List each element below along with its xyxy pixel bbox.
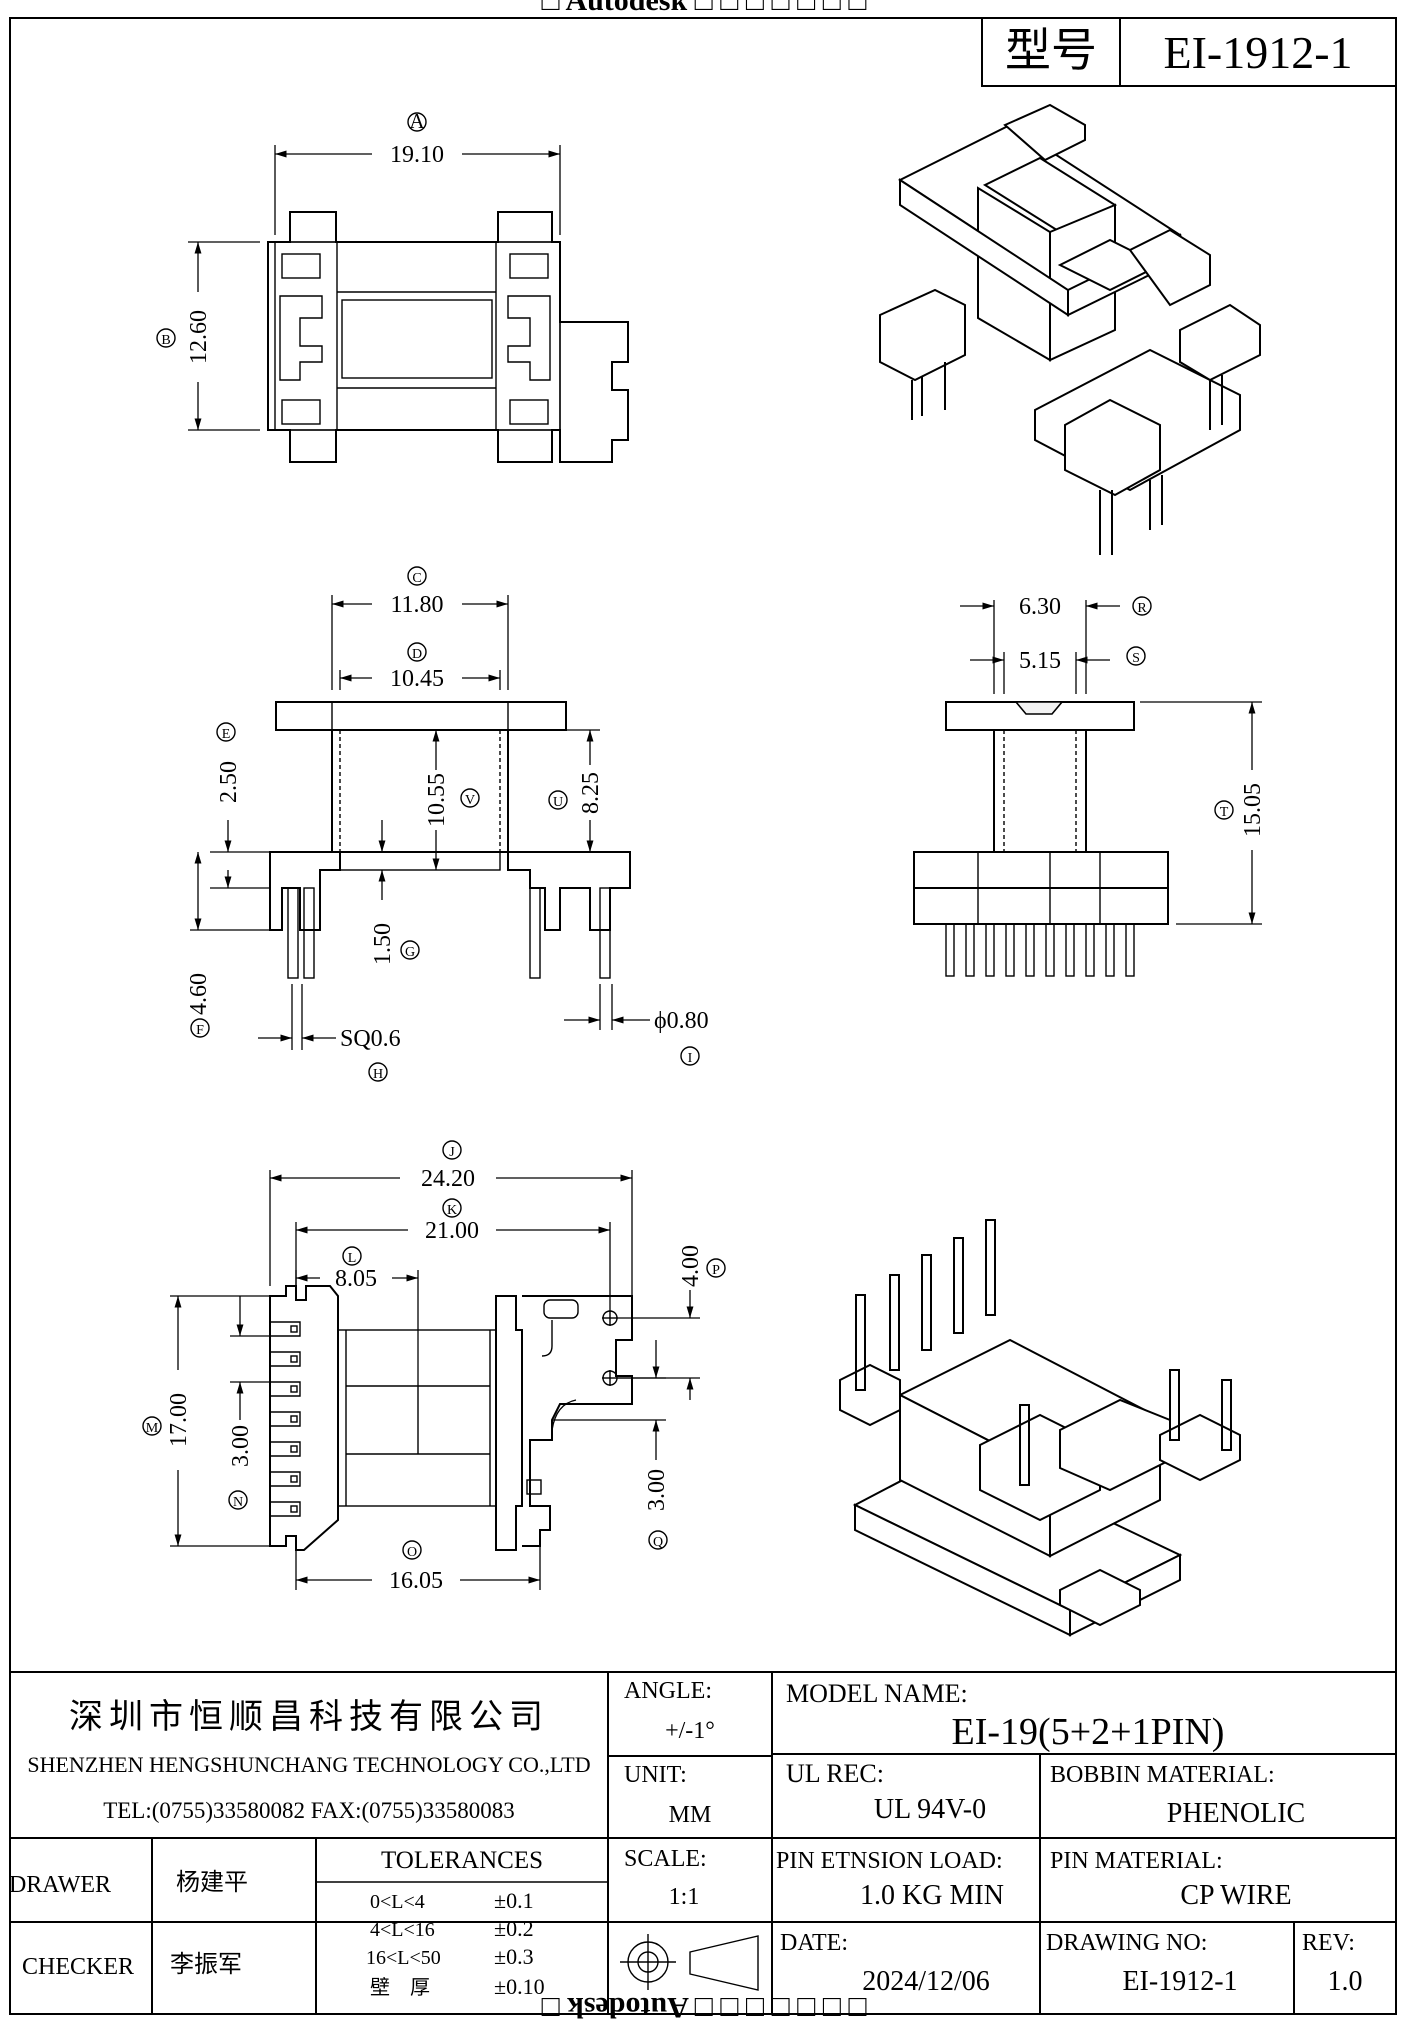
rev-value: 1.0 xyxy=(1328,1966,1363,1997)
dim-p-id: P xyxy=(712,1263,720,1278)
date-value: 2024/12/06 xyxy=(862,1966,990,1997)
model-name-value: EI-19(5+2+1PIN) xyxy=(952,1711,1225,1753)
angle-label: ANGLE: xyxy=(624,1678,712,1704)
tol-value-3: ±0.10 xyxy=(494,1974,545,1999)
unit-label: UNIT: xyxy=(624,1762,687,1788)
dim-i-id: I xyxy=(688,1051,693,1066)
dim-l-id: L xyxy=(348,1251,357,1266)
dim-d-value: 10.45 xyxy=(390,666,444,692)
pin-load-label: PIN ETNSION LOAD: xyxy=(776,1848,1003,1874)
dim-r-value: 6.30 xyxy=(1019,594,1061,620)
dim-u-id: U xyxy=(553,795,563,810)
dim-s-value: 5.15 xyxy=(1019,648,1061,674)
dim-h-id: H xyxy=(373,1067,383,1082)
dim-s-id: S xyxy=(1132,651,1140,666)
bobbin-material-label: BOBBIN MATERIAL: xyxy=(1050,1762,1275,1788)
header-model-value: EI-1912-1 xyxy=(1163,27,1352,78)
ul-rec-value: UL 94V-0 xyxy=(874,1794,986,1825)
company-name-cn: 深圳市恒顺昌科技有限公司 xyxy=(69,1698,549,1736)
dim-m-id: M xyxy=(146,1421,159,1436)
tol-range-3: 壁 厚 xyxy=(370,1976,430,1999)
dim-o-value: 16.05 xyxy=(389,1568,443,1594)
dim-r-id: R xyxy=(1137,601,1147,616)
watermark-bottom: □ □ □ □ □ □ □ Autodesk □ xyxy=(541,1991,867,2020)
checker-name: 李振军 xyxy=(170,1951,242,1978)
drawing-no-label: DRAWING NO: xyxy=(1046,1930,1207,1956)
checker-label: CHECKER xyxy=(22,1954,134,1980)
dim-p-value: 4.00 xyxy=(678,1245,704,1287)
tol-value-1: ±0.2 xyxy=(494,1916,534,1941)
tol-value-0: ±0.1 xyxy=(494,1888,534,1913)
dim-m-value: 17.00 xyxy=(166,1393,192,1447)
company-contact: TEL:(0755)33580082 FAX:(0755)33580083 xyxy=(103,1798,515,1823)
dim-a-id: A xyxy=(409,109,425,133)
tol-range-1: 4<L<16 xyxy=(370,1919,435,1941)
dim-b-id: B xyxy=(161,333,170,348)
pin-load-value: 1.0 KG MIN xyxy=(860,1880,1004,1911)
dim-o-id: O xyxy=(407,1545,417,1560)
unit-value: MM xyxy=(669,1802,712,1828)
tolerances-label: TOLERANCES xyxy=(381,1847,543,1874)
view-iso-top xyxy=(879,103,1261,555)
dim-b-value: 12.60 xyxy=(186,310,212,364)
dim-a-value: 19.10 xyxy=(390,142,444,168)
angle-value: +/-1° xyxy=(665,1718,715,1744)
dim-t-id: T xyxy=(1220,805,1229,820)
dim-k-id: K xyxy=(447,1203,457,1218)
dim-e-id: E xyxy=(222,727,231,742)
dim-u-value: 8.25 xyxy=(578,772,604,814)
header-model-box: 型号 EI-1912-1 xyxy=(981,17,1397,87)
dim-q-value: 3.00 xyxy=(644,1469,670,1511)
view-iso-bottom xyxy=(839,1219,1241,1637)
company-name-en: SHENZHEN HENGSHUNCHANG TECHNOLOGY CO.,LT… xyxy=(27,1752,590,1777)
dim-v-value: 10.55 xyxy=(424,773,450,827)
dim-t-value: 15.05 xyxy=(1240,783,1266,837)
dim-c-id: C xyxy=(412,571,421,586)
view-top: 19.10 A 12.60 B xyxy=(156,109,629,463)
view-bottom: 24.20 J 21.00 K 8.05 L 4.00 P 17.00 M xyxy=(142,1140,726,1594)
tol-range-0: 0<L<4 xyxy=(370,1891,425,1913)
tol-range-2: 16<L<50 xyxy=(366,1947,441,1969)
dim-n-value: 3.00 xyxy=(228,1425,254,1467)
dim-c-value: 11.80 xyxy=(390,592,443,618)
dim-e-value: 2.50 xyxy=(216,761,242,803)
watermark-top: □ Autodesk □ □ □ □ □ □ □ xyxy=(541,0,867,17)
view-side: 6.30 R 5.15 S 15.05 T xyxy=(913,594,1266,977)
scale-value: 1:1 xyxy=(669,1884,700,1910)
dim-n-id: N xyxy=(233,1495,243,1510)
dim-q-id: Q xyxy=(653,1535,663,1550)
drawing-no-value: EI-1912-1 xyxy=(1122,1966,1237,1997)
date-label: DATE: xyxy=(780,1930,848,1956)
header-model-label: 型号 xyxy=(1005,25,1097,76)
bobbin-material-value: PHENOLIC xyxy=(1167,1798,1305,1829)
dim-i-value: ϕ0.80 xyxy=(654,1008,709,1034)
sheet-border xyxy=(9,17,1397,2015)
ul-rec-label: UL REC: xyxy=(786,1759,884,1788)
dim-k-value: 21.00 xyxy=(425,1218,479,1244)
pin-material-value: CP WIRE xyxy=(1180,1880,1291,1911)
dim-f-id: F xyxy=(196,1023,204,1038)
dim-h-value: SQ0.6 xyxy=(340,1026,401,1052)
model-name-label: MODEL NAME: xyxy=(786,1679,968,1708)
title-block: 深圳市恒顺昌科技有限公司 SHENZHEN HENGSHUNCHANG TECH… xyxy=(9,1671,1396,2014)
dim-j-value: 24.20 xyxy=(421,1166,475,1192)
dim-g-value: 1.50 xyxy=(370,923,396,965)
scale-label: SCALE: xyxy=(624,1846,707,1872)
drawer-label: DRAWER xyxy=(9,1872,111,1898)
dim-g-id: G xyxy=(405,945,415,960)
dim-j-id: J xyxy=(449,1145,455,1160)
projection-symbol xyxy=(620,1934,759,1991)
dim-v-id: V xyxy=(465,793,475,808)
dim-l-value: 8.05 xyxy=(335,1266,377,1292)
dim-f-value: 4.60 xyxy=(186,973,212,1015)
drawer-name: 杨建平 xyxy=(176,1869,248,1896)
view-front: 11.80 C 10.45 D 2.50 E 10.55 V 8.25 U xyxy=(186,566,709,1082)
rev-label: REV: xyxy=(1302,1930,1355,1956)
dim-d-id: D xyxy=(412,647,422,662)
pin-material-label: PIN MATERIAL: xyxy=(1050,1848,1223,1874)
tol-value-2: ±0.3 xyxy=(494,1944,534,1969)
